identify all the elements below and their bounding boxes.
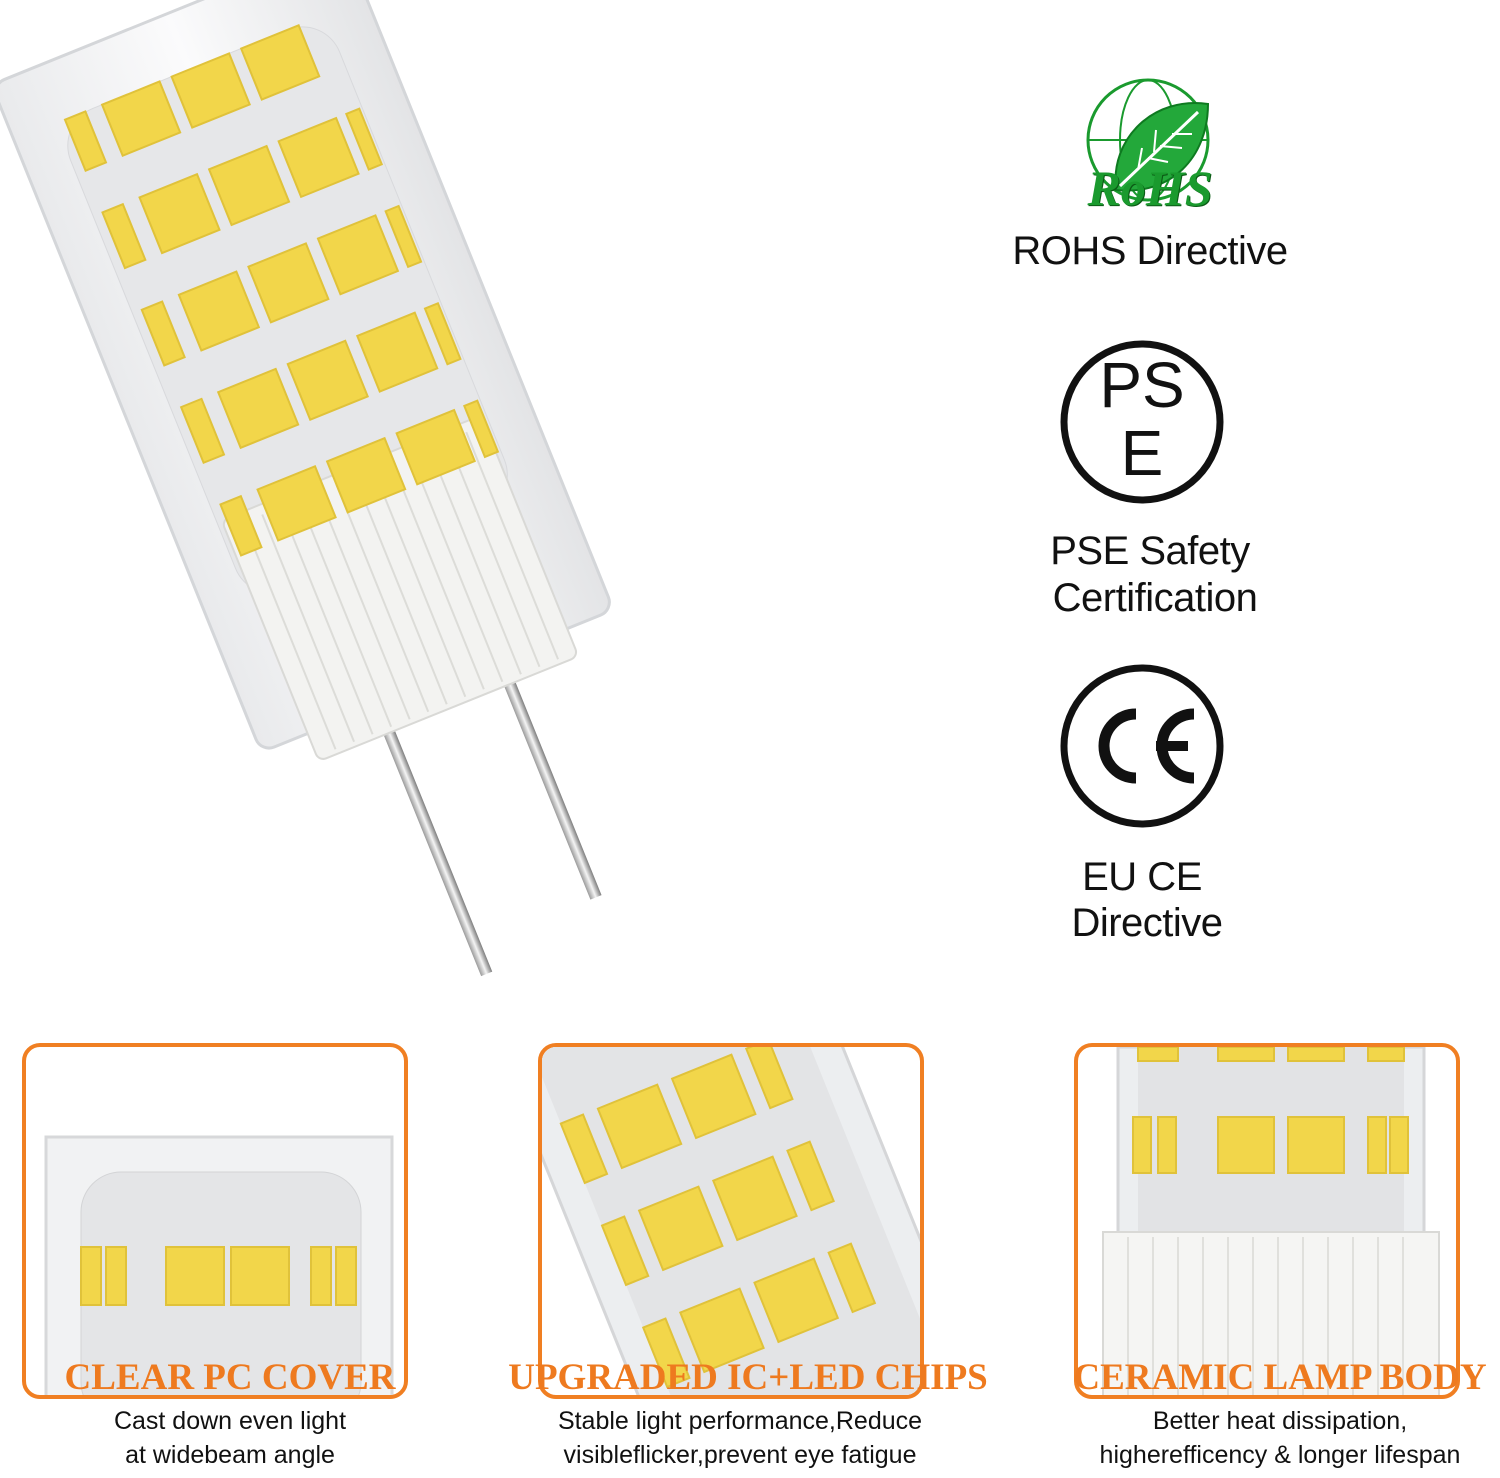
pse-label-line1: PSE Safety: [1050, 529, 1250, 573]
bulb-pin-left: [372, 702, 493, 977]
feature-desc-ceramic-body-line2: higherefficency & longer lifespan: [1099, 1441, 1461, 1469]
led-chip-array: [63, 23, 500, 557]
pse-mark-text-ps: PS: [1099, 349, 1185, 421]
feature-desc-clear-cover-line2: at widebeam angle: [125, 1441, 335, 1469]
pse-label-line2: Certification: [1052, 576, 1258, 620]
ce-label-line2: Directive: [1071, 901, 1223, 945]
feature-panel-clear-cover: [22, 1043, 408, 1399]
rohs-logo-icon: [1058, 78, 1238, 218]
feature-title-clear-cover: CLEAR PC COVER: [64, 1357, 396, 1398]
feature-desc-led-chips-line1: Stable light performance,Reduce: [557, 1407, 923, 1435]
rohs-label: ROHS Directive: [1012, 229, 1288, 273]
pse-mark-icon: [1058, 338, 1226, 506]
pse-mark-text-e: E: [1120, 417, 1164, 489]
feature-desc-led-chips-line2: visibleflicker,prevent eye fatigue: [563, 1441, 917, 1469]
feature-desc-ceramic-body-line1: Better heat dissipation,: [1152, 1407, 1408, 1435]
ce-label-line1: EU CE: [1082, 855, 1202, 899]
bulb-illustration: [0, 0, 900, 980]
ce-mark-icon: [1058, 662, 1226, 830]
rohs-logo-text: RoHS: [1087, 160, 1213, 216]
feature-title-led-chips: UPGRADED IC+LED CHIPS: [508, 1357, 988, 1398]
feature-desc-clear-cover-line1: Cast down even light: [113, 1407, 347, 1435]
bulb-pin-right: [493, 654, 602, 900]
feature-panel-led-chips: [538, 1043, 924, 1399]
feature-title-ceramic-body: CERAMIC LAMP BODY: [1073, 1357, 1487, 1398]
feature-panel-ceramic-body: [1074, 1043, 1460, 1399]
